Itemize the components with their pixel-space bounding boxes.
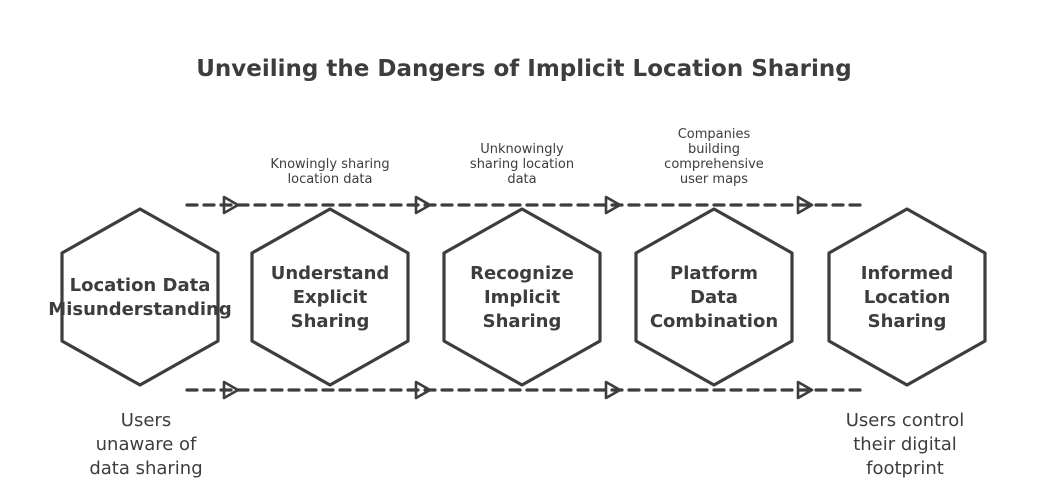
top-note-text-line: location data [288, 172, 373, 187]
arrow-head-top-2 [414, 195, 432, 215]
stage-hexagon [250, 207, 410, 387]
stage-hexagon [60, 207, 220, 387]
top-note-text-line: Unknowingly [480, 142, 564, 157]
arrow-head-top-3 [604, 195, 622, 215]
stage-label-line: Sharing [291, 311, 370, 332]
stage-hexagon [442, 207, 602, 387]
stage-label-line: Informed [861, 263, 953, 284]
stage-label-line: Explicit [293, 287, 368, 308]
stage-label-line: Combination [650, 311, 778, 332]
end-note-text-line: footprint [866, 458, 944, 479]
top-note-text-line: Knowingly sharing [270, 157, 389, 172]
start-note-text-line: unaware of [96, 434, 197, 455]
top-note-text-line: comprehensive [664, 157, 764, 172]
arrow-head-bottom-3 [604, 380, 622, 400]
end-note-text-line: Users control [846, 410, 965, 431]
end-note-text: Users control their digital footprint [846, 410, 965, 479]
flow-arrows [185, 195, 864, 400]
stage-label-line: Platform [670, 263, 758, 284]
diagram-title: Unveiling the Dangers of Implicit Locati… [196, 56, 852, 82]
start-note-text-line: data sharing [89, 458, 202, 479]
arrow-head-top-1 [222, 195, 240, 215]
stage-label-line: Sharing [483, 311, 562, 332]
end-note: Users control their digital footprint [846, 410, 965, 479]
start-note-text-line: Users [121, 410, 171, 431]
start-note-text: Users unaware of data sharing [89, 410, 202, 479]
arrow-head-bottom-4 [796, 380, 814, 400]
stage-label-line: Misunderstanding [48, 299, 231, 320]
top-note-text-line: Companies [678, 127, 751, 142]
arrow-head-top-4 [796, 195, 814, 215]
stage-label-line: Understand [271, 263, 390, 284]
top-note-text-line: data [507, 172, 536, 187]
top-note-text-line: user maps [680, 172, 748, 187]
stage-label-line: Sharing [868, 311, 947, 332]
stage-label-line: Location [864, 287, 951, 308]
stage-label-line: Recognize [470, 263, 574, 284]
arrow-head-bottom-2 [414, 380, 432, 400]
top-note-text-line: sharing location [470, 157, 574, 172]
arrow-head-bottom-1 [222, 380, 240, 400]
end-note-text-line: their digital [853, 434, 957, 455]
stage-label-line: Location Data [70, 275, 211, 296]
stage-label-line: Data [690, 287, 738, 308]
top-note-text-line: building [688, 142, 740, 157]
stage-hexagon [827, 207, 987, 387]
start-note: Users unaware of data sharing [89, 410, 202, 479]
stage-hexagon [634, 207, 794, 387]
stage-label-line: Implicit [484, 287, 561, 308]
